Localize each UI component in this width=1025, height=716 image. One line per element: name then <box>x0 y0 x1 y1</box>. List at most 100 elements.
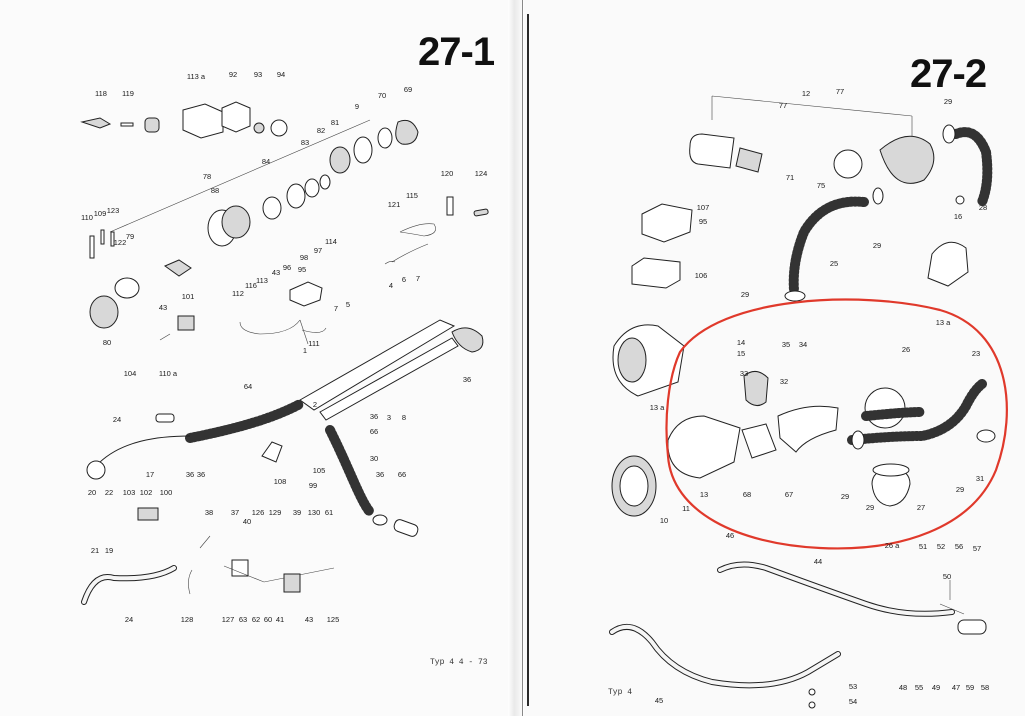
callout-number: 71 <box>786 173 794 182</box>
callout-number: 109 <box>94 209 107 218</box>
callout-number: 29 <box>841 492 849 501</box>
callout-number: 23 <box>972 349 980 358</box>
callout-number: 58 <box>981 683 989 692</box>
callout-number: 93 <box>254 70 262 79</box>
part-82 <box>304 178 320 198</box>
callout-number: 80 <box>103 338 111 347</box>
callout-number: 43 <box>305 615 313 624</box>
part-59-tip <box>957 619 987 635</box>
callout-number: 115 <box>406 191 418 200</box>
part-29-clamp-mid <box>851 430 865 450</box>
part-69 <box>395 119 419 145</box>
callout-number: 116 <box>245 281 257 290</box>
callout-number: 96 <box>283 263 291 272</box>
callout-number: 77 <box>836 87 844 96</box>
callout-number: 51 <box>919 542 927 551</box>
part-110 <box>89 235 95 259</box>
callout-number: 121 <box>388 200 401 209</box>
callout-number: 29 <box>956 485 964 494</box>
callout-number: 122 <box>114 238 127 247</box>
callout-number: 107 <box>697 203 710 212</box>
callout-number: 19 <box>105 546 113 555</box>
part-79 <box>114 277 140 299</box>
callout-number: 126 <box>252 508 265 517</box>
part-29-clamp-low <box>784 290 806 302</box>
part-101 <box>177 315 195 331</box>
callout-number: 68 <box>743 490 751 499</box>
callout-number: 35 <box>782 340 790 349</box>
callout-number: 1 <box>303 346 307 355</box>
part-switch <box>144 117 160 133</box>
callout-number: 47 <box>952 683 960 692</box>
part-ring <box>286 183 306 209</box>
callout-number: 6 <box>402 275 406 284</box>
callout-number: 29 <box>873 241 881 250</box>
callout-number: 94 <box>277 70 285 79</box>
callout-number: 112 <box>232 289 244 298</box>
callout-number: 111 <box>308 339 319 348</box>
part-118 <box>80 117 112 129</box>
callout-number: 49 <box>932 683 940 692</box>
callout-number: 43 <box>159 303 167 312</box>
callout-number: 15 <box>737 349 745 358</box>
callout-number: 125 <box>327 615 340 624</box>
callout-number: 84 <box>262 157 270 166</box>
callout-number: 119 <box>122 89 134 98</box>
callout-number: 81 <box>331 118 339 127</box>
callout-number: 77 <box>779 101 787 110</box>
heater-box-lower <box>319 337 459 421</box>
callout-number: 99 <box>309 481 317 490</box>
part-109 <box>100 229 105 245</box>
fuel-lines <box>199 535 335 583</box>
part-115 <box>399 223 436 237</box>
callout-number: 48 <box>899 683 907 692</box>
callout-number: 16 <box>954 212 962 221</box>
part-119 <box>120 122 134 127</box>
callout-number: 104 <box>124 369 137 378</box>
callout-number: 37 <box>231 508 239 517</box>
callout-number: 114 <box>325 237 337 246</box>
part-78 <box>163 259 192 277</box>
page-edge-line <box>522 0 523 716</box>
callout-number: 38 <box>205 508 213 517</box>
part-16 <box>955 195 965 205</box>
callout-number: 60 <box>264 615 272 624</box>
callout-number: 36 <box>370 412 378 421</box>
callout-number: 36 <box>463 375 471 384</box>
callout-number: 40 <box>243 517 251 526</box>
callout-number: 97 <box>314 246 322 255</box>
callout-number: 110 <box>81 213 93 222</box>
callout-number: 10 <box>660 516 668 525</box>
hose-26 <box>861 407 925 421</box>
leader-line <box>109 119 371 233</box>
callout-number: 11 <box>682 504 690 513</box>
callout-number: 124 <box>475 169 488 178</box>
part-9 <box>353 136 373 164</box>
part-80 <box>89 295 119 329</box>
callout-number: 57 <box>973 544 981 553</box>
callout-number: 113 <box>256 276 268 285</box>
callout-number: 66 <box>398 470 406 479</box>
part-124 <box>473 208 489 217</box>
hose-28 <box>951 127 993 207</box>
hose-30 <box>325 425 375 517</box>
callout-number: 8 <box>402 413 406 422</box>
left-page-drawing <box>80 101 489 605</box>
heater-box-upper <box>299 319 456 411</box>
callout-number: 53 <box>849 682 857 691</box>
callout-number: 36 <box>186 470 194 479</box>
part-113a-relay <box>182 103 224 139</box>
callout-number: 24 <box>125 615 133 624</box>
part-93 <box>253 122 265 134</box>
part-92 <box>221 101 251 133</box>
callout-number: 43 <box>272 268 280 277</box>
callout-number: 2 <box>313 400 317 409</box>
callout-number: 26 <box>902 345 910 354</box>
callout-number: 52 <box>937 542 945 551</box>
page-fold-line <box>527 14 529 706</box>
callout-number: 25 <box>830 259 838 268</box>
footer-right: Typ 4 <box>608 688 633 697</box>
